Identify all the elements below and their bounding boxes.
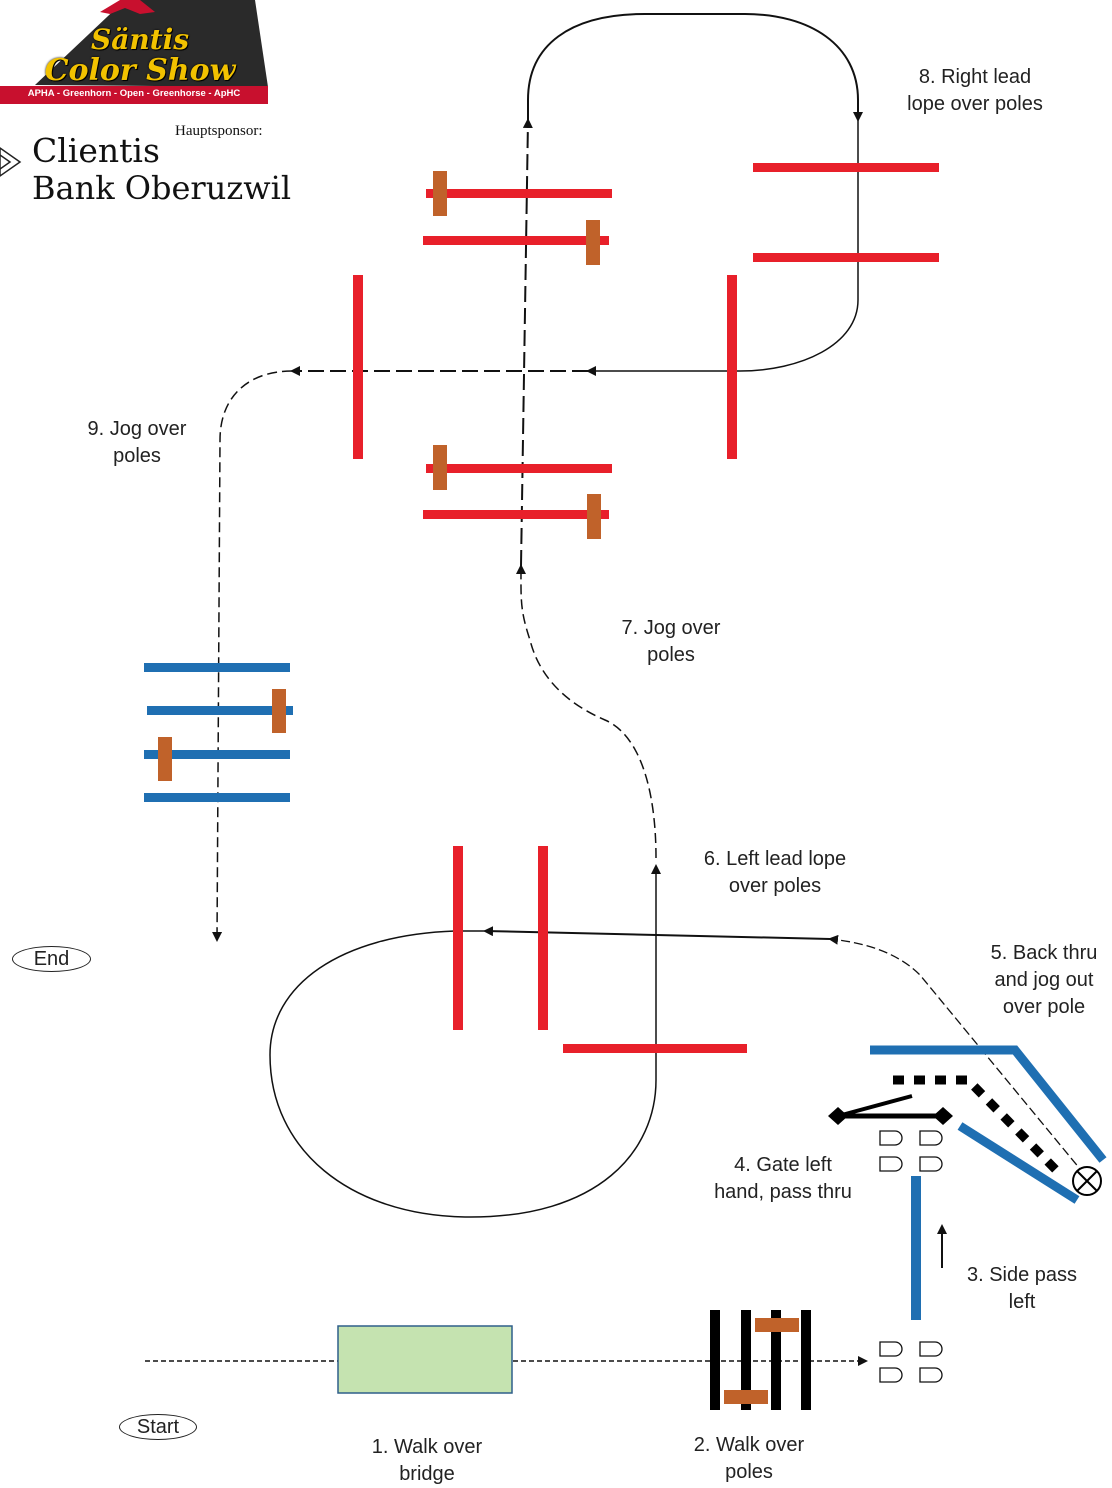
step-6-label: 6. Left lead lope over poles	[703, 848, 847, 897]
clientis-logo-mark	[0, 147, 22, 177]
step-9-label: 9. Jog over poles	[87, 418, 187, 467]
right-lead-lope-poles	[753, 163, 939, 262]
logo-title-line1: Säntis	[90, 23, 190, 56]
start-marker: Start	[119, 1414, 197, 1440]
logo-title-line2: Color Show	[44, 53, 236, 88]
step-1-label: 1. Walk over bridge	[371, 1436, 483, 1485]
back-through-chute	[870, 1045, 1107, 1204]
step-5-label: 5. Back thru and jog out over pole	[990, 942, 1098, 1018]
sponsor-name-line1: Clientis	[32, 131, 160, 170]
sponsor-label: Hauptsponsor:	[175, 123, 263, 139]
bridge	[337, 1325, 513, 1394]
circle-cross-icon	[1072, 1166, 1102, 1196]
jog-poles-lower	[423, 445, 612, 539]
end-marker: End	[12, 946, 91, 972]
route-segment-8	[527, 13, 863, 376]
step-7-label: 7. Jog over poles	[621, 617, 721, 666]
cone-icon	[879, 1341, 943, 1383]
step-2-label: 2. Walk over poles	[693, 1434, 805, 1483]
step-4-label: 4. Gate left hand, pass thru	[714, 1154, 852, 1203]
step-3-label: 3. Side pass left	[966, 1264, 1078, 1313]
logo-banner: APHA - Greenhorn - Open - Greenhorse - A…	[0, 87, 268, 101]
route-segment-9	[212, 366, 588, 942]
step-8-label: 8. Right lead lope over poles	[907, 66, 1043, 115]
route-segment-7	[515, 118, 657, 859]
route-segment-5	[828, 934, 1086, 1176]
cone-icon	[879, 1130, 943, 1172]
sponsor-name-line2: Bank Oberuzwil	[32, 169, 292, 207]
left-lead-lope-poles	[453, 846, 747, 1053]
jog-poles-blue	[144, 663, 293, 802]
gate-icon	[828, 1094, 953, 1125]
side-pass-pole	[911, 1176, 921, 1320]
cross-poles-center	[353, 275, 737, 459]
walk-over-poles	[710, 1310, 811, 1410]
jog-poles-upper	[423, 171, 612, 265]
